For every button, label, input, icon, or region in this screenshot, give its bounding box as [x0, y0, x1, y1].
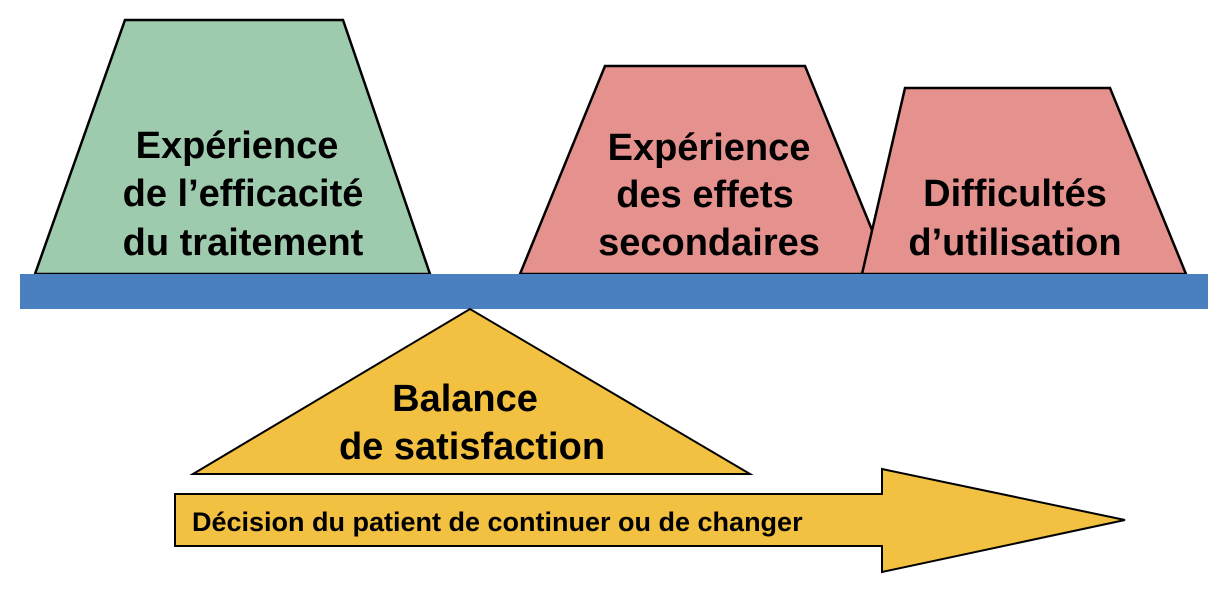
block-usage-difficulties: Difficultés d’utilisation: [860, 86, 1188, 276]
decision-arrow-label: Décision du patient de continuer ou de c…: [192, 507, 803, 537]
block-efficacy-line-2: de l’efficacité: [123, 173, 364, 215]
block-usage-difficulties-line-2: d’utilisation: [908, 222, 1121, 264]
balance-beam: [20, 274, 1208, 309]
decision-arrow-shape: [174, 467, 1126, 574]
fulcrum-line-1: Balance: [392, 378, 538, 420]
block-efficacy-line-1: Expérience: [136, 125, 339, 167]
fulcrum-shape: [189, 307, 754, 475]
block-side-effects: Expérience des effets secondaires: [518, 64, 892, 276]
block-side-effects-line-3: secondaires: [598, 222, 820, 264]
fulcrum: Balance de satisfaction: [189, 307, 754, 475]
block-efficacy-line-3: du traitement: [123, 222, 364, 264]
block-efficacy: Expérience de l’efficacité du traitement: [33, 18, 432, 276]
block-usage-difficulties-line-1: Difficultés: [923, 173, 1107, 215]
block-side-effects-line-1: Expérience: [608, 127, 811, 169]
decision-arrow: Décision du patient de continuer ou de c…: [174, 467, 1126, 574]
fulcrum-line-2: de satisfaction: [339, 426, 605, 468]
block-side-effects-line-2: des effets: [616, 174, 793, 216]
